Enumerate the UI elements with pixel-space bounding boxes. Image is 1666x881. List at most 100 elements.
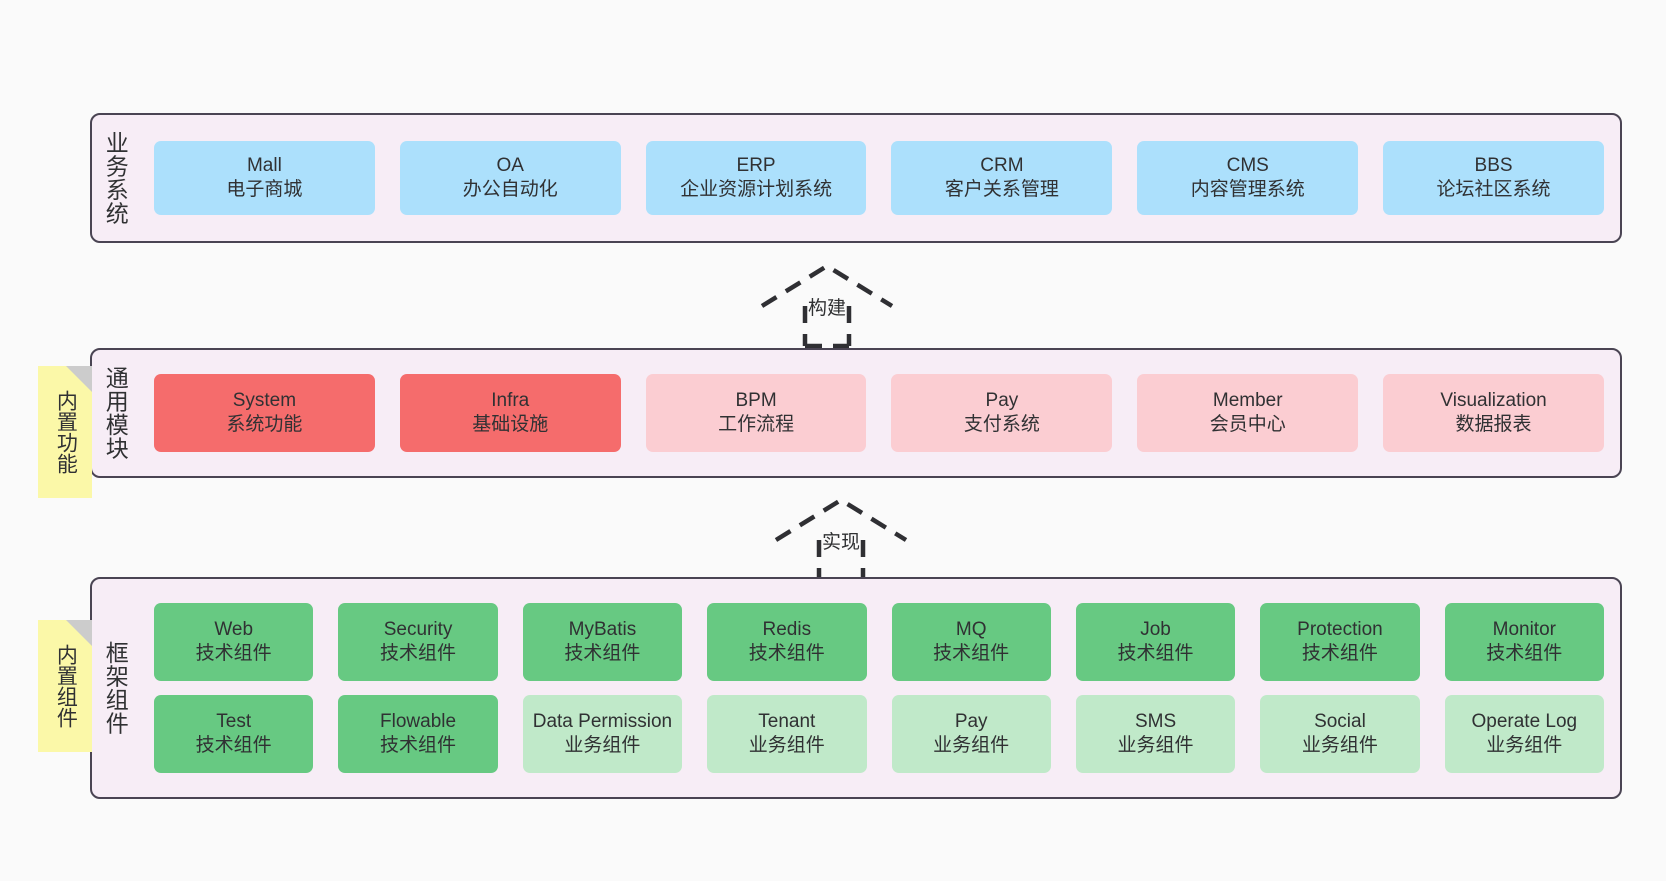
- card-erp[interactable]: ERP 企业资源计划系统: [645, 141, 867, 215]
- card-title: CRM: [980, 154, 1024, 176]
- layer-title-framework-component: 框架组件: [102, 641, 129, 735]
- card-subtitle: 技术组件: [1301, 643, 1378, 664]
- card-title: CMS: [1226, 154, 1269, 176]
- layer-body-common-module: System 系统功能 Infra 基础设施 BPM 工作流程 Pay 支付系统…: [138, 350, 1620, 476]
- card-web[interactable]: Web 技术组件: [154, 603, 314, 681]
- card-subtitle: 技术组件: [380, 735, 457, 756]
- card-pay[interactable]: Pay 支付系统: [891, 374, 1113, 452]
- connector-build: 构建: [752, 258, 902, 349]
- card-subtitle: 业务组件: [1301, 735, 1378, 756]
- card-data-permission[interactable]: Data Permission 业务组件: [522, 695, 683, 773]
- card-title: Operate Log: [1471, 710, 1578, 732]
- card-job[interactable]: Job 技术组件: [1075, 603, 1236, 681]
- card-subtitle: 技术组件: [195, 643, 272, 664]
- card-title: Member: [1212, 389, 1283, 411]
- card-subtitle: 业务组件: [564, 735, 641, 756]
- card-protection[interactable]: Protection 技术组件: [1260, 603, 1420, 681]
- card-system[interactable]: System 系统功能: [154, 374, 375, 452]
- layer-title-common-module: 通用模块: [102, 366, 129, 460]
- card-mq[interactable]: MQ 技术组件: [891, 603, 1051, 681]
- card-subtitle: 技术组件: [564, 643, 641, 664]
- card-cms[interactable]: CMS 内容管理系统: [1137, 141, 1359, 215]
- card-title: Pay: [985, 389, 1019, 411]
- card-title: Pay: [954, 710, 988, 732]
- card-title: BPM: [735, 389, 777, 411]
- card-mybatis[interactable]: MyBatis 技术组件: [522, 603, 683, 681]
- card-title: MyBatis: [568, 618, 637, 640]
- card-title: Test: [216, 710, 252, 732]
- connector-implement-label: 实现: [822, 532, 861, 553]
- card-row: System 系统功能 Infra 基础设施 BPM 工作流程 Pay 支付系统…: [154, 374, 1604, 452]
- card-title: Visualization: [1440, 389, 1547, 411]
- sticky-note-builtin-function: 内置功能: [38, 366, 92, 498]
- card-title: Mall: [246, 154, 282, 176]
- card-pay-component[interactable]: Pay 业务组件: [891, 695, 1051, 773]
- card-infra[interactable]: Infra 基础设施: [399, 374, 621, 452]
- card-subtitle: 会员中心: [1209, 414, 1286, 435]
- card-title: Infra: [491, 389, 530, 411]
- card-title: Protection: [1297, 618, 1383, 640]
- card-sms[interactable]: SMS 业务组件: [1075, 695, 1236, 773]
- card-title: Monitor: [1492, 618, 1556, 640]
- card-row: Mall 电子商城 OA 办公自动化 ERP 企业资源计划系统 CRM 客户关系…: [154, 141, 1604, 215]
- card-oa[interactable]: OA 办公自动化: [399, 141, 621, 215]
- card-subtitle: 内容管理系统: [1190, 179, 1305, 200]
- card-operate-log[interactable]: Operate Log 业务组件: [1444, 695, 1604, 773]
- note-fold-corner: [66, 366, 92, 392]
- card-subtitle: 业务组件: [1486, 735, 1563, 756]
- card-title: Data Permission: [532, 710, 673, 732]
- card-bpm[interactable]: BPM 工作流程: [645, 374, 867, 452]
- card-title: OA: [496, 154, 524, 176]
- card-crm[interactable]: CRM 客户关系管理: [891, 141, 1113, 215]
- card-security[interactable]: Security 技术组件: [338, 603, 498, 681]
- card-test[interactable]: Test 技术组件: [154, 695, 314, 773]
- layer-business-system: 业务系统 Mall 电子商城 OA 办公自动化 ERP 企业资源计划系统 CRM…: [90, 113, 1622, 243]
- card-subtitle: 数据报表: [1455, 414, 1532, 435]
- card-title: ERP: [736, 154, 776, 176]
- card-title: System: [232, 389, 297, 411]
- card-title: BBS: [1474, 154, 1513, 176]
- card-bbs[interactable]: BBS 论坛社区系统: [1383, 141, 1604, 215]
- card-title: Security: [383, 618, 453, 640]
- card-row: Web 技术组件 Security 技术组件 MyBatis 技术组件 Redi…: [154, 603, 1604, 681]
- card-monitor[interactable]: Monitor 技术组件: [1444, 603, 1604, 681]
- card-visualization[interactable]: Visualization 数据报表: [1383, 374, 1604, 452]
- card-flowable[interactable]: Flowable 技术组件: [338, 695, 498, 773]
- card-title: Social: [1314, 710, 1366, 732]
- card-subtitle: 技术组件: [1486, 643, 1563, 664]
- card-subtitle: 技术组件: [380, 643, 457, 664]
- note-fold-corner: [66, 620, 92, 646]
- card-title: Job: [1140, 618, 1171, 640]
- card-redis[interactable]: Redis 技术组件: [707, 603, 867, 681]
- card-title: SMS: [1134, 710, 1177, 732]
- card-row: Test 技术组件 Flowable 技术组件 Data Permission …: [154, 695, 1604, 773]
- card-title: Flowable: [380, 710, 457, 732]
- card-subtitle: 技术组件: [933, 643, 1010, 664]
- card-subtitle: 办公自动化: [462, 179, 558, 200]
- card-subtitle: 工作流程: [718, 414, 795, 435]
- card-subtitle: 基础设施: [472, 414, 549, 435]
- connector-build-svg: [760, 263, 894, 349]
- layer-common-module: 通用模块 System 系统功能 Infra 基础设施 BPM 工作流程 Pay…: [90, 348, 1622, 478]
- connector-build-label: 构建: [808, 298, 847, 319]
- card-subtitle: 业务组件: [1117, 735, 1194, 756]
- card-tenant[interactable]: Tenant 业务组件: [707, 695, 867, 773]
- card-subtitle: 技术组件: [195, 735, 272, 756]
- card-subtitle: 客户关系管理: [944, 179, 1059, 200]
- card-subtitle: 业务组件: [748, 735, 825, 756]
- connector-implement: 实现: [766, 492, 916, 583]
- card-subtitle: 电子商城: [226, 179, 303, 200]
- card-subtitle: 业务组件: [933, 735, 1010, 756]
- card-mall[interactable]: Mall 电子商城: [154, 141, 375, 215]
- card-title: Redis: [762, 618, 812, 640]
- sticky-note-builtin-component: 内置组件: [38, 620, 92, 752]
- sticky-note-label: 内置组件: [54, 644, 78, 728]
- card-member[interactable]: Member 会员中心: [1137, 374, 1359, 452]
- card-subtitle: 技术组件: [748, 643, 825, 664]
- card-title: MQ: [955, 618, 987, 640]
- card-title: Tenant: [758, 710, 816, 732]
- card-social[interactable]: Social 业务组件: [1260, 695, 1420, 773]
- layer-body-business-system: Mall 电子商城 OA 办公自动化 ERP 企业资源计划系统 CRM 客户关系…: [138, 115, 1620, 241]
- layer-title-business-system: 业务系统: [102, 131, 129, 225]
